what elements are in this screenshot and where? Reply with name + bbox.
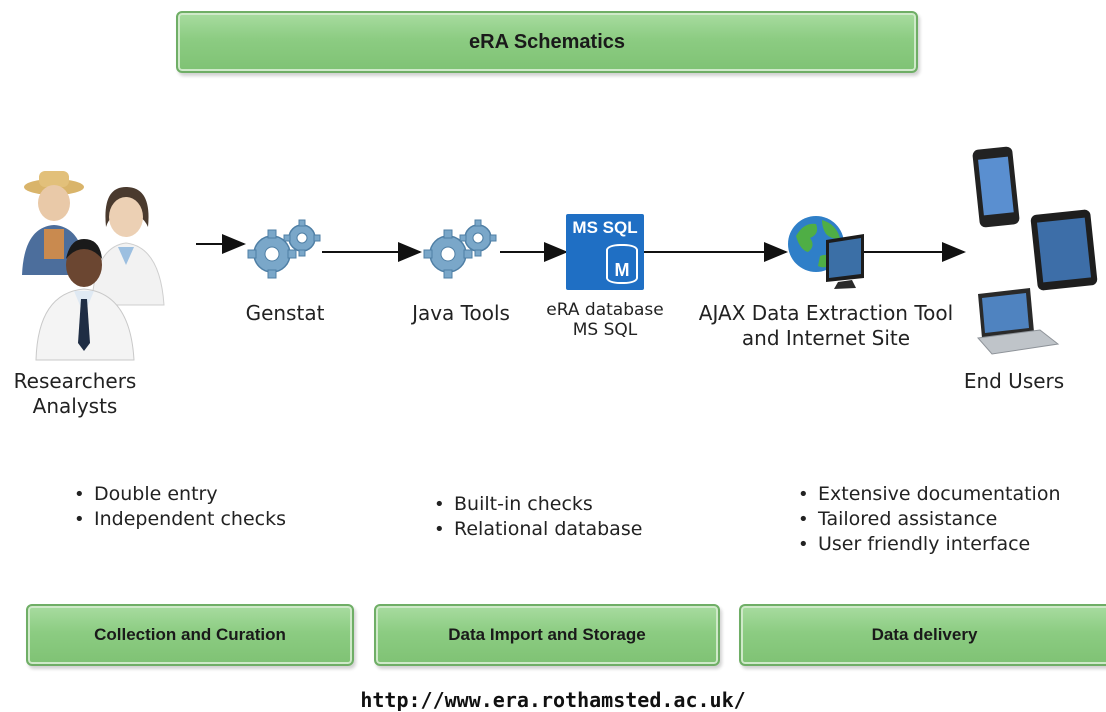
database-cylinder [606,244,638,284]
stage-delivery-label: Data delivery [871,625,978,644]
end-users-label: End Users [963,369,1065,393]
ajax-label: AJAX Data Extraction Tool and Internet S… [676,301,976,351]
researchers-label: Researchers Analysts [0,369,150,419]
globe-monitor-icon [788,216,864,289]
database-label-line1: eRA database [546,300,664,320]
list-item: Built-in checks [434,492,642,517]
site-url: http://www.era.rothamsted.ac.uk/ [360,688,746,712]
researchers-label-line2: Analysts [32,394,118,418]
list-item: Tailored assistance [798,507,1060,532]
devices-icon [972,146,1098,355]
database-label-line2: MS SQL [572,320,638,340]
database-icon: MS SQL M [566,214,644,290]
stage-delivery-box: Data delivery [739,604,1106,666]
database-label: eRA database MS SQL [540,300,670,340]
ajax-label-line2: and Internet Site [741,326,911,350]
list-item: Extensive documentation [798,482,1060,507]
diagram-title: eRA Schematics [469,30,625,53]
stage-collection-box: Collection and Curation [26,604,354,666]
list-item: Independent checks [74,507,286,532]
list-item: Double entry [74,482,286,507]
gears-icon [423,219,497,279]
database-icon-letter: M [614,260,630,280]
database-icon-text: MS SQL [572,218,638,237]
collection-bullets: Double entry Independent checks [74,482,286,532]
ajax-label-line1: AJAX Data Extraction Tool [698,301,954,325]
storage-bullets: Built-in checks Relational database [434,492,642,542]
list-item: Relational database [434,517,642,542]
title-banner: eRA Schematics [176,11,918,73]
stage-storage-label: Data Import and Storage [448,625,646,644]
java-tools-label: Java Tools [412,301,510,325]
diagram-panel [12,0,1106,670]
stage-collection-label: Collection and Curation [94,625,286,644]
stage-storage-box: Data Import and Storage [374,604,720,666]
list-item: User friendly interface [798,532,1060,557]
genstat-label: Genstat [245,301,325,325]
gears-icon [247,219,321,279]
people-icon [22,171,165,361]
delivery-bullets: Extensive documentation Tailored assista… [798,482,1060,557]
researchers-label-line1: Researchers [13,369,137,393]
